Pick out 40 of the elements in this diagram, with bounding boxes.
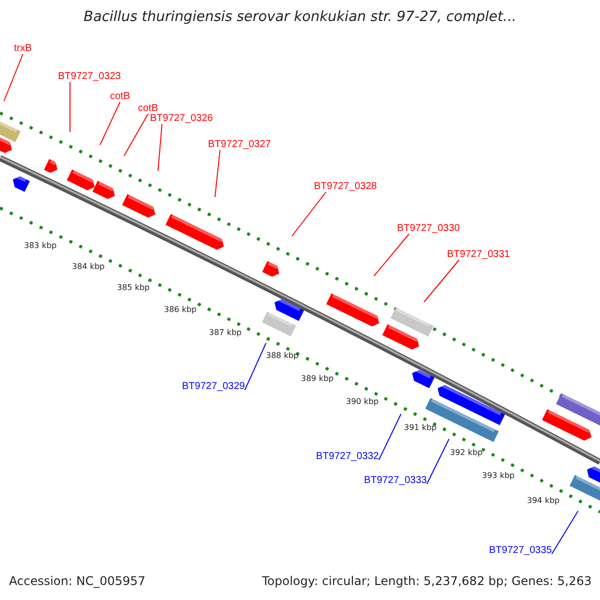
leader-line bbox=[292, 192, 326, 236]
leader-line bbox=[4, 54, 24, 102]
scale-label: 391 kbp bbox=[404, 424, 437, 432]
gene-label: trxB bbox=[14, 44, 32, 54]
gene-label: BT9727_0333 bbox=[364, 476, 427, 486]
leader-line bbox=[244, 342, 266, 390]
gene-label: cotB bbox=[110, 92, 130, 102]
scale-label: 389 kbp bbox=[301, 375, 334, 383]
leader-line bbox=[374, 234, 410, 276]
map-title: Bacillus thuringiensis serovar konkukian str. 97-27, complet... bbox=[82, 10, 518, 24]
genome-info-text: Topology: circular; Length: 5,237,682 bp; Genes: 5,263 bbox=[262, 575, 592, 587]
gene-label: BT9727_0329 bbox=[182, 382, 245, 392]
scale-label: 388 kbp bbox=[266, 352, 299, 360]
gene-label: BT9727_0328 bbox=[314, 182, 377, 192]
accession-text: Accession: NC_005957 bbox=[9, 575, 146, 587]
scale-label: 393 kbp bbox=[482, 472, 515, 480]
leader-line bbox=[124, 114, 148, 156]
leader-line bbox=[424, 260, 460, 302]
gene-label: cotB bbox=[138, 104, 158, 114]
scale-label: 384 kbp bbox=[72, 263, 105, 271]
leader-line bbox=[551, 510, 578, 554]
leader-line bbox=[378, 414, 402, 460]
leader-line bbox=[214, 150, 220, 198]
scale-label: 394 kbp bbox=[527, 497, 560, 505]
gene-label: BT9727_0330 bbox=[397, 224, 460, 234]
scale-label: 387 kbp bbox=[209, 329, 242, 337]
gene-label: BT9727_0326 bbox=[150, 114, 213, 124]
scale-label: 385 kbp bbox=[117, 284, 150, 292]
leader-line bbox=[158, 124, 162, 172]
leader-line bbox=[426, 438, 450, 484]
leader-line bbox=[100, 102, 120, 146]
scale-label: 383 kbp bbox=[24, 242, 57, 250]
scale-label: 392 kbp bbox=[450, 449, 483, 457]
gene-label: BT9727_0327 bbox=[208, 140, 271, 150]
scale-label: 390 kbp bbox=[346, 398, 379, 406]
gene-label: BT9727_0335 bbox=[489, 546, 552, 556]
gene-label: BT9727_0332 bbox=[316, 452, 379, 462]
scale-label: 386 kbp bbox=[164, 306, 197, 314]
gene-label: BT9727_0331 bbox=[447, 250, 510, 260]
gene-label: BT9727_0323 bbox=[58, 72, 121, 82]
